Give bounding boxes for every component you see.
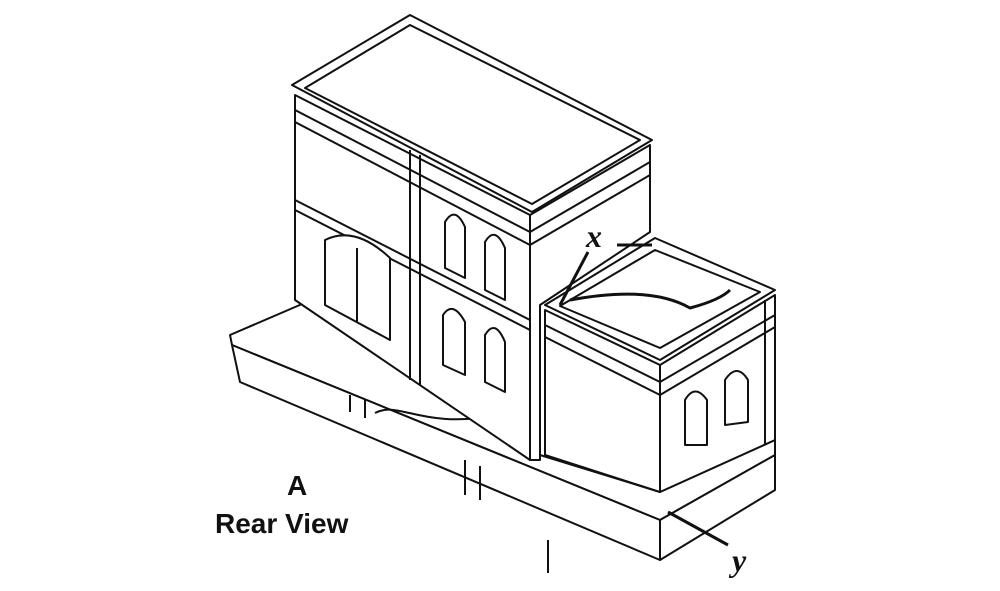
view-letter: A (287, 470, 308, 501)
leader-line-y (667, 510, 729, 547)
main-building (291, 14, 653, 461)
leader-line-x (558, 251, 590, 306)
annex-building (544, 237, 776, 493)
callout-x: x (586, 218, 602, 254)
callout-y: y (732, 542, 747, 578)
view-title: Rear View (215, 508, 349, 539)
